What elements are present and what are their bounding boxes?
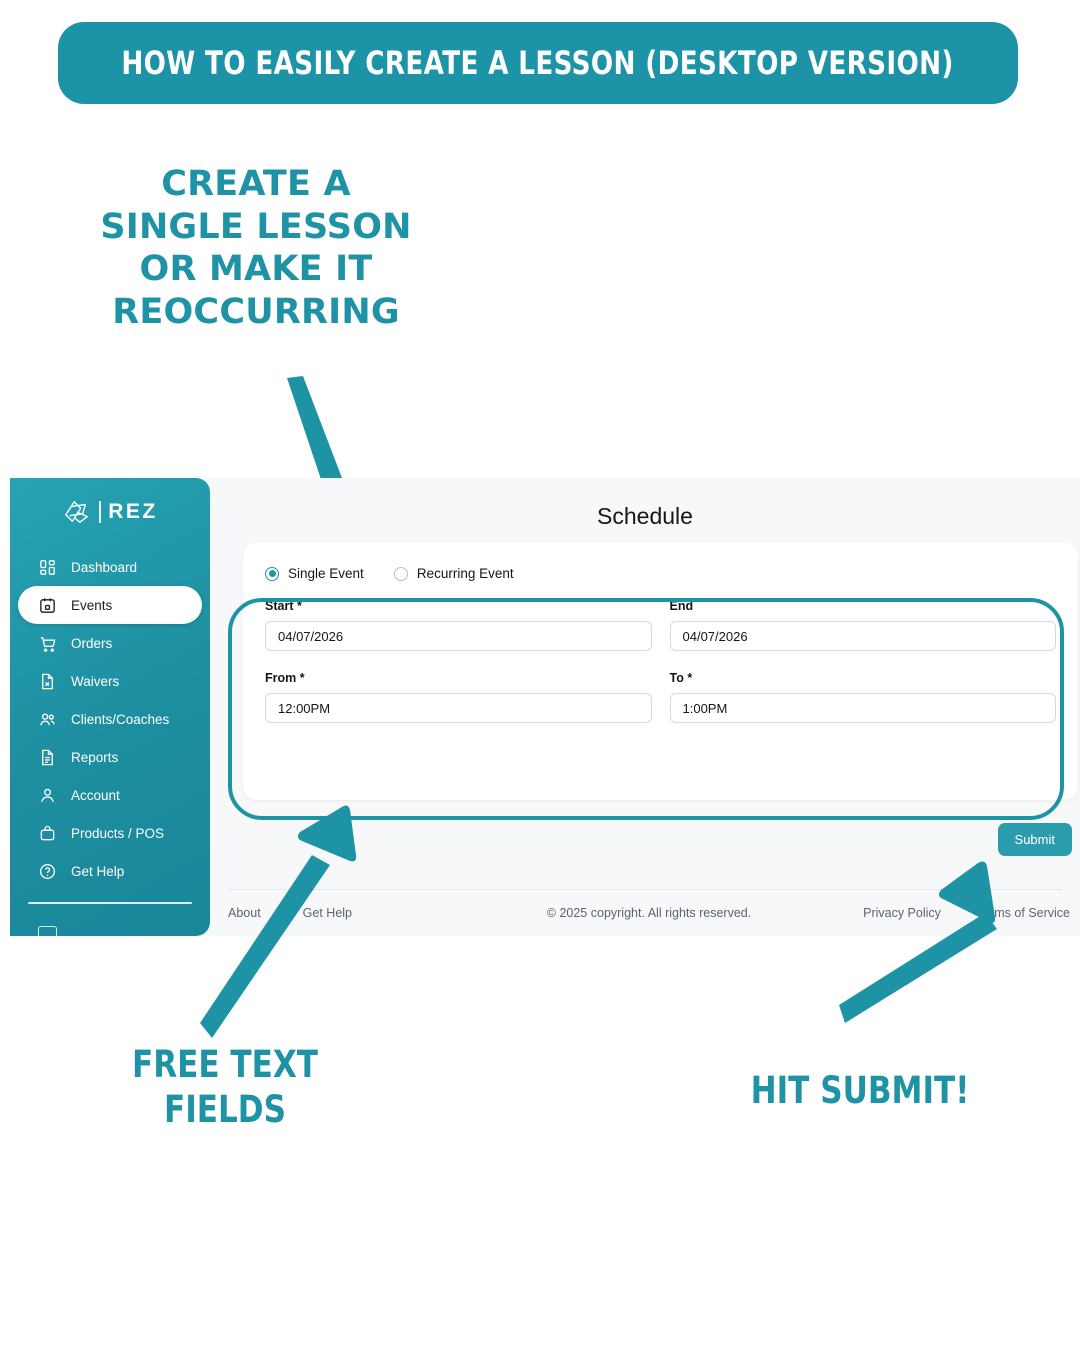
field-from: From * 12:00PM [265,671,652,723]
sidebar-item-label: Waivers [71,673,120,689]
arrow-up-to-submit-icon [839,861,997,1023]
sidebar-item-label: Get Help [71,863,125,879]
field-label: To * [669,671,693,685]
sidebar-item-waivers[interactable]: Waivers [18,662,202,700]
sidebar-item-dashboard[interactable]: Dashboard [18,548,202,586]
footer-right-links: Privacy Policy Terms of Service [863,906,1070,920]
sidebar-item-events[interactable]: Events [18,586,202,624]
field-label: Start * [265,599,302,613]
people-icon [40,713,55,725]
cart-icon [40,636,56,652]
to-time-input[interactable]: 1:00PM [669,693,1056,723]
report-icon [42,749,53,765]
radio-label: Single Event [288,566,364,581]
calendar-icon [40,597,55,613]
annotation-free-text-fields: FREE TEXT FIELDS [131,1043,319,1132]
annotation-hit-submit: HIT SUBMIT! [750,1069,970,1112]
field-end: End 04/07/2026 [669,599,1056,651]
sidebar-item-clients-coaches[interactable]: Clients/Coaches [18,700,202,738]
sidebar-nav: Dashboard Events [10,548,210,890]
sidebar-item-label: Reports [71,749,119,765]
footer: About Get Help © 2025 copyright. All rig… [228,906,1070,920]
sidebar-item-label: Events [71,597,113,613]
sidebar-item-label: Orders [71,635,113,651]
radio-label: Recurring Event [416,566,514,581]
sidebar-item-reports[interactable]: Reports [18,738,202,776]
field-start: Start * 04/07/2026 [265,599,652,651]
footer-link-get-help[interactable]: Get Help [302,906,353,920]
header-banner: HOW TO EASILY CREATE A LESSON (DESKTOP V… [58,22,1018,104]
sidebar-item-label: Dashboard [71,559,138,575]
page-title: Schedule [597,503,693,529]
footer-link-terms-of-service[interactable]: Terms of Service [976,906,1070,920]
field-to: To * 1:00PM [669,671,1056,723]
logo-text: REZ [108,500,158,523]
field-label: From * [265,671,305,685]
start-date-input[interactable]: 04/07/2026 [265,621,652,651]
bag-icon [40,825,55,840]
event-type-radio-group: Single Event Recurring Event [243,542,1078,581]
schedule-fields: Start * 04/07/2026 End 04/07/2026 From *… [243,581,1078,723]
sidebar-item-cut-off[interactable] [38,926,57,936]
grid-icon [40,559,55,575]
from-time-input[interactable]: 12:00PM [265,693,652,723]
radio-single-event[interactable] [265,566,279,581]
header-banner-title: HOW TO EASILY CREATE A LESSON (DESKTOP V… [121,44,955,82]
radio-option-recurring-event[interactable]: Recurring Event [393,566,514,581]
footer-divider [228,889,1062,890]
sidebar-item-products-pos[interactable]: Products / POS [18,814,202,852]
question-circle-icon [39,863,56,879]
footer-copyright: © 2025 copyright. All rights reserved. [546,906,752,920]
footer-link-privacy-policy[interactable]: Privacy Policy [863,906,941,920]
app-logo[interactable]: REZ [10,478,210,540]
sidebar-divider [28,902,192,904]
field-row-dates: Start * 04/07/2026 End 04/07/2026 [265,599,1056,651]
document-x-icon [42,673,53,689]
end-date-input[interactable]: 04/07/2026 [669,621,1056,651]
schedule-card: Single Event Recurring Event Start * 04/… [243,542,1078,800]
submit-button[interactable]: Submit [997,823,1072,856]
sidebar-item-account[interactable]: Account [18,776,202,814]
radio-option-single-event[interactable]: Single Event [265,566,364,581]
field-row-times: From * 12:00PM To * 1:00PM [265,671,1056,723]
annotation-create-lesson: CREATE A SINGLE LESSON OR MAKE IT REOCCU… [100,164,412,333]
sidebar-item-orders[interactable]: Orders [18,624,202,662]
sidebar-item-label: Products / POS [71,825,165,841]
logo-divider [99,501,102,523]
sidebar: REZ Dashboard [10,478,210,936]
sidebar-item-label: Account [71,787,120,803]
person-icon [41,788,54,802]
sidebar-item-label: Clients/Coaches [71,711,170,727]
sidebar-item-get-help[interactable]: Get Help [18,852,202,890]
rez-logo-mark-icon [65,501,89,523]
arrow-up-to-text-fields-icon [200,805,357,1038]
radio-recurring-event[interactable] [393,566,408,581]
footer-link-about[interactable]: About [228,906,261,920]
footer-left-links: About Get Help [228,906,352,920]
field-label: End [669,599,694,613]
